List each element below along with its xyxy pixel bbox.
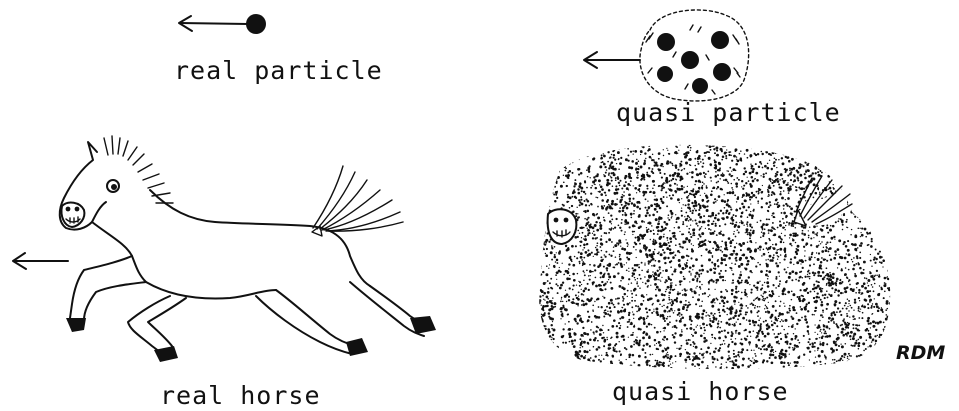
quasi-particle-label: quasi particle — [616, 98, 841, 127]
real-horse-head — [60, 142, 106, 230]
quasi-horse-label: quasi horse — [612, 377, 789, 406]
real-particle-arrow-shaft — [180, 23, 248, 24]
real-horse-hind-leg-far-front — [350, 282, 424, 336]
real-horse-nose — [61, 203, 84, 227]
real-horse-tail — [312, 166, 403, 236]
real-horse-second-front-hoof — [154, 346, 178, 362]
real-horse-figure — [13, 136, 436, 362]
real-horse-hind-hoof-near — [346, 338, 368, 356]
quasi-particle-balls — [657, 31, 731, 94]
real-horse-hind-leg-near-front — [256, 296, 352, 354]
real-particle-ball — [246, 14, 266, 34]
real-particle-label: real particle — [174, 56, 383, 85]
real-particle-figure — [179, 14, 266, 34]
quasi-particle-figure — [584, 10, 749, 101]
artist-signature: RDM — [896, 342, 945, 364]
real-horse-front-hoof — [66, 318, 86, 332]
real-horse-mane — [104, 136, 173, 203]
real-horse-label: real horse — [160, 381, 321, 410]
real-horse-eye — [107, 180, 119, 192]
real-horse-hind-leg-near — [276, 290, 356, 346]
quasi-horse-figure — [534, 139, 896, 377]
quasi-horse-face — [548, 209, 577, 244]
real-horse-front-leg-upper — [70, 256, 132, 318]
